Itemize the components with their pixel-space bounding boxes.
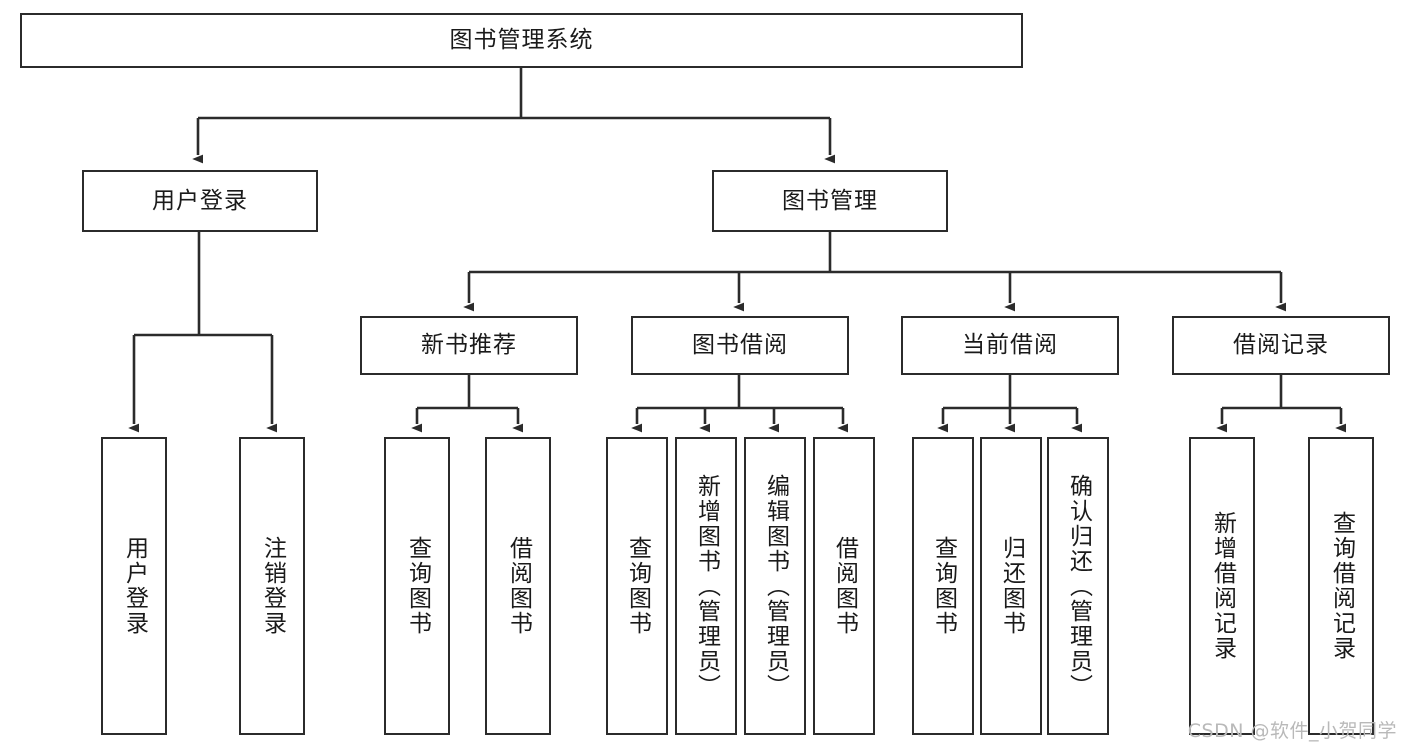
node-label: 注销登录 — [259, 536, 286, 636]
leaf-query-book-rec[interactable]: 查询图书 — [384, 437, 450, 735]
node-label: 当前借阅 — [962, 332, 1058, 359]
node-current-borrow[interactable]: 当前借阅 — [901, 316, 1119, 375]
leaf-confirm-return-admin[interactable]: 确认归还（管理员） — [1047, 437, 1109, 735]
node-label: 编辑图书（管理员） — [762, 473, 789, 699]
leaf-logout[interactable]: 注销登录 — [239, 437, 305, 735]
node-user-login[interactable]: 用户登录 — [82, 170, 318, 232]
node-label: 新增借阅记录 — [1209, 511, 1236, 661]
node-label: 借阅记录 — [1233, 332, 1329, 359]
node-root-system[interactable]: 图书管理系统 — [20, 13, 1023, 68]
leaf-query-book-borrow[interactable]: 查询图书 — [606, 437, 668, 735]
node-label: 图书借阅 — [692, 332, 788, 359]
leaf-add-book-admin[interactable]: 新增图书（管理员） — [675, 437, 737, 735]
leaf-edit-book-admin[interactable]: 编辑图书（管理员） — [744, 437, 806, 735]
leaf-query-book-current[interactable]: 查询图书 — [912, 437, 974, 735]
leaf-user-login[interactable]: 用户登录 — [101, 437, 167, 735]
node-label: 图书管理 — [782, 187, 878, 214]
watermark-text: CSDN @软件_小贺同学 — [1187, 720, 1397, 742]
node-label: 归还图书 — [998, 536, 1025, 636]
node-new-book-recommend[interactable]: 新书推荐 — [360, 316, 578, 375]
leaf-borrow-book-rec[interactable]: 借阅图书 — [485, 437, 551, 735]
leaf-return-book[interactable]: 归还图书 — [980, 437, 1042, 735]
node-label: 借阅图书 — [831, 536, 858, 636]
node-label: 新增图书（管理员） — [693, 473, 720, 699]
node-borrow-record[interactable]: 借阅记录 — [1172, 316, 1390, 375]
node-label: 新书推荐 — [421, 332, 517, 359]
node-label: 查询图书 — [930, 536, 957, 636]
leaf-query-borrow-record[interactable]: 查询借阅记录 — [1308, 437, 1374, 735]
node-label: 查询借阅记录 — [1328, 511, 1355, 661]
node-label: 查询图书 — [404, 536, 431, 636]
leaf-add-borrow-record[interactable]: 新增借阅记录 — [1189, 437, 1255, 735]
node-label: 查询图书 — [624, 536, 651, 636]
node-label: 用户登录 — [121, 536, 148, 636]
node-label: 用户登录 — [152, 187, 248, 214]
node-label: 借阅图书 — [505, 536, 532, 636]
node-label: 图书管理系统 — [449, 27, 594, 54]
node-book-management[interactable]: 图书管理 — [712, 170, 948, 232]
leaf-borrow-book[interactable]: 借阅图书 — [813, 437, 875, 735]
node-label: 确认归还（管理员） — [1065, 473, 1092, 699]
node-book-borrow[interactable]: 图书借阅 — [631, 316, 849, 375]
